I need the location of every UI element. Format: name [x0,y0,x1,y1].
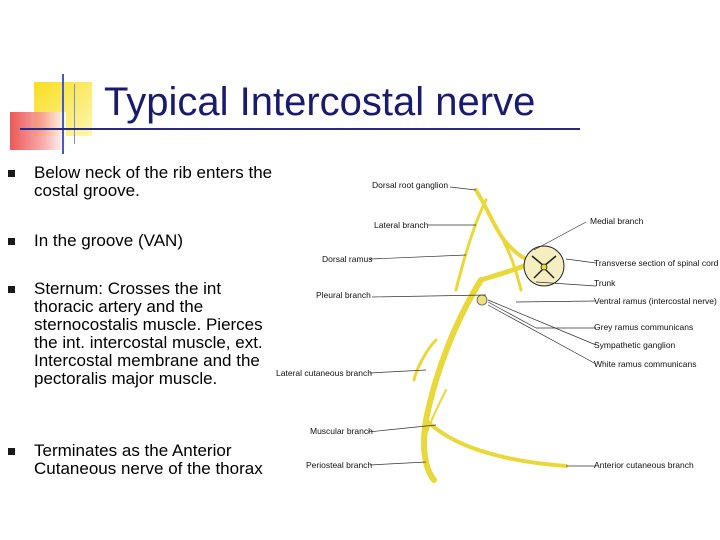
label-trunk: Trunk [594,278,616,288]
label-grey-ramus: Grey ramus communicans [594,322,693,332]
label-sympathetic-ganglion: Sympathetic ganglion [594,340,676,350]
bullet-text: Terminates as the Anterior Cutaneous ner… [34,441,263,478]
label-lateral-cutaneous: Lateral cutaneous branch [276,368,372,378]
label-periosteal-branch: Periosteal branch [306,460,372,470]
slide-title: Typical Intercostal nerve [104,80,536,124]
bullet-text: Below neck of the rib enters the costal … [34,163,273,200]
leader-lines [367,186,597,467]
bullet-item: Sternum: Crosses the int thoracic artery… [8,279,274,388]
bullet-marker-icon [8,448,15,455]
label-pleural-branch: Pleural branch [316,290,371,300]
bullet-text: Sternum: Crosses the int thoracic artery… [34,279,263,388]
bullet-marker-icon [8,238,15,245]
label-muscular-branch: Muscular branch [310,426,373,436]
deco-red-block [10,112,66,150]
bullet-marker-icon [8,286,15,293]
title-underline [20,128,580,130]
label-dorsal-ramus: Dorsal ramus [322,254,373,264]
label-white-ramus: White ramus communicans [594,359,697,369]
bullet-item: Below neck of the rib enters the costal … [8,163,274,200]
bullet-marker-icon [8,170,15,177]
bullet-item: In the groove (VAN) [8,231,274,250]
bullet-item: Terminates as the Anterior Cutaneous ner… [8,441,274,478]
label-anterior-cutaneous: Anterior cutaneous branch [594,460,694,470]
label-transverse-section: Transverse section of spinal cord [594,258,719,268]
label-ventral-ramus: Ventral ramus (intercostal nerve) [594,296,717,306]
label-lateral-branch: Lateral branch [374,220,429,230]
deco-blue-line [62,74,64,154]
label-medial-branch: Medial branch [590,216,644,226]
spinal-cord-section [523,245,565,287]
deco-blue-line-2 [74,84,75,144]
sympathetic-ganglion-icon [476,294,488,306]
label-dorsal-root-ganglion: Dorsal root ganglion [372,180,448,190]
bullet-text: In the groove (VAN) [34,231,183,250]
intercostal-nerve-diagram: Dorsal root ganglion Lateral branch Medi… [276,180,719,483]
